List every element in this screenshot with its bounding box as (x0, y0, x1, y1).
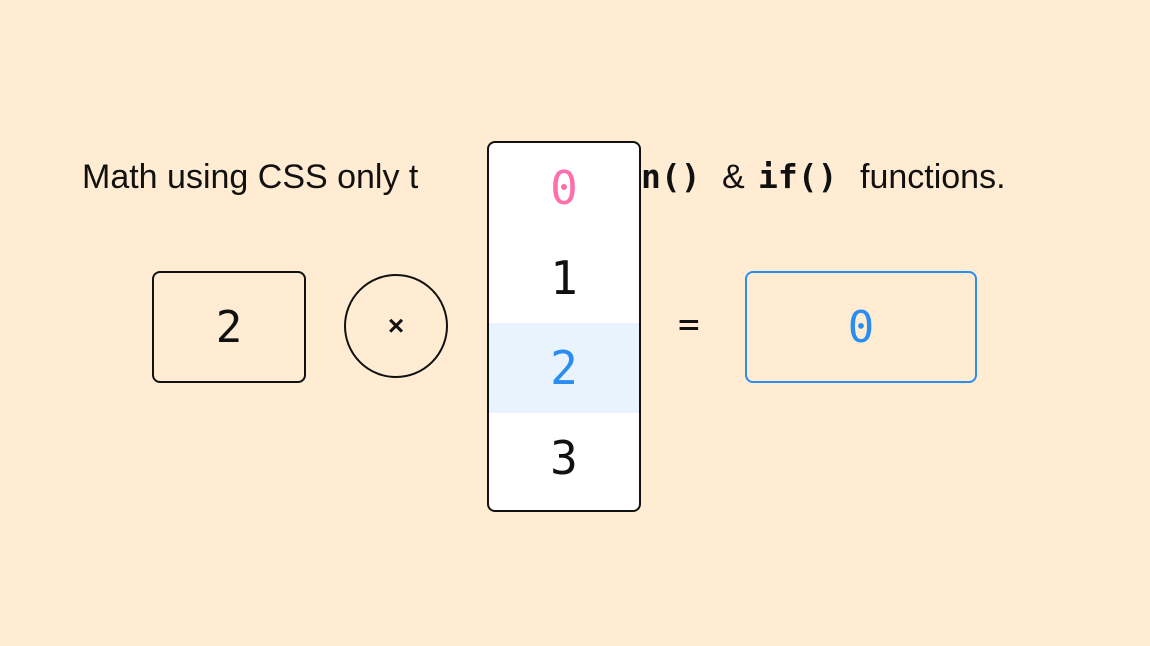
result-output: 0 (745, 271, 977, 383)
operator-button[interactable]: × (344, 274, 448, 378)
left-operand-input[interactable]: 2 (152, 271, 306, 383)
dropdown-option-0[interactable]: 0 (550, 161, 578, 215)
dropdown-option-3[interactable]: 3 (550, 431, 578, 485)
title-text-end: functions. (860, 158, 1006, 196)
title-ampersand: & (722, 158, 745, 196)
operand-dropdown-list[interactable]: 0 1 2 3 (487, 141, 641, 512)
equals-sign: = (678, 304, 700, 345)
dropdown-option-1[interactable]: 1 (550, 251, 578, 305)
dropdown-option-2-selected[interactable]: 2 (489, 323, 639, 413)
title-code-2: if() (758, 157, 838, 196)
title-text-start: Math using CSS only t (82, 158, 419, 196)
title-code-1: n() (641, 157, 701, 196)
